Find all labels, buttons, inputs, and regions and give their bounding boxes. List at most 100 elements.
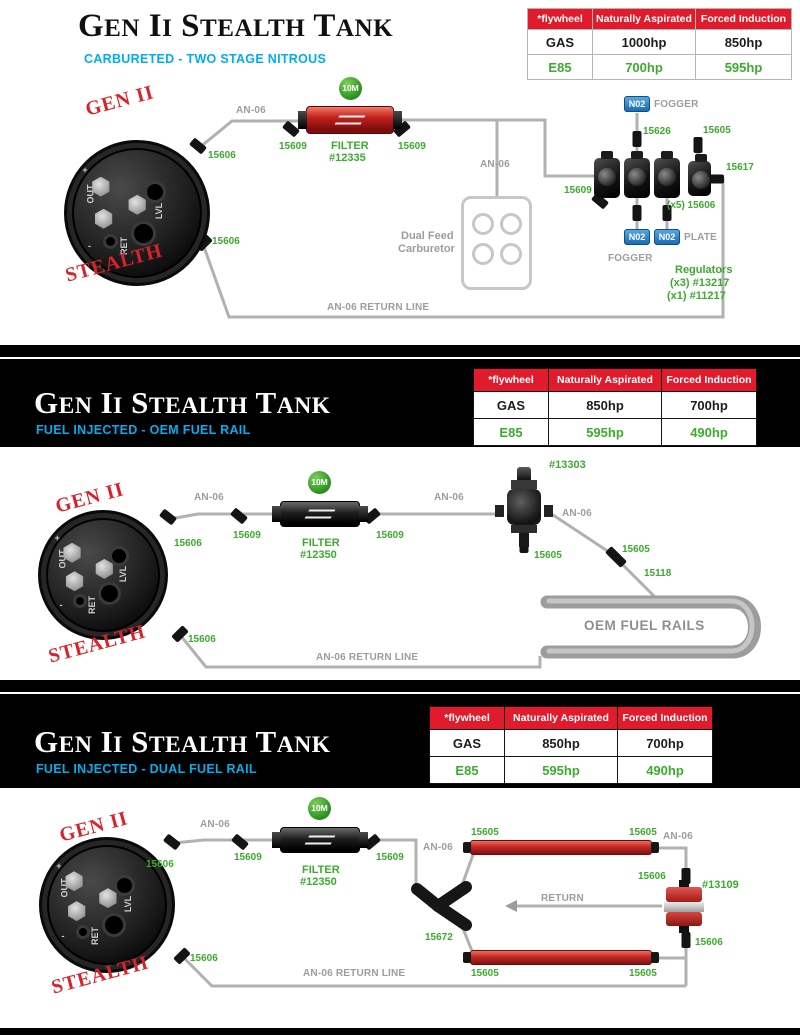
spec-cell-e85: E85 bbox=[528, 55, 592, 79]
part-15605-rail: 15605 bbox=[622, 544, 650, 555]
part-15605-rail-top-left: 15605 bbox=[471, 827, 499, 838]
part-15609-filter-right: 15609 bbox=[376, 852, 404, 863]
fuel-rail-bottom bbox=[463, 950, 659, 965]
spec-cell-gas-fi: 700hp bbox=[662, 392, 756, 418]
an06-feed-label: AN-06 bbox=[236, 105, 266, 116]
an06-regulator-label: AN-06 bbox=[663, 831, 693, 842]
regulator-port bbox=[679, 926, 689, 933]
spec-header-flywheel: *flywheel bbox=[528, 9, 592, 29]
return-arrow-icon bbox=[505, 900, 517, 912]
spec-header-flywheel: *flywheel bbox=[430, 707, 504, 729]
tank-port-plus: + bbox=[54, 532, 60, 543]
aeromotive-logo-icon bbox=[304, 509, 336, 519]
part-15606-return: 15606 bbox=[212, 236, 240, 247]
spec-cell-gas-fi: 850hp bbox=[696, 30, 791, 54]
fuel-rail-top bbox=[463, 840, 659, 855]
panel-header: GEN II STEALTH TANK FUEL INJECTED - OEM … bbox=[0, 359, 800, 447]
spec-cell-gas: GAS bbox=[528, 30, 592, 54]
filter-part-number: #12335 bbox=[329, 152, 366, 164]
part-15606-regulator-top: 15606 bbox=[638, 871, 666, 882]
spec-cell-gas-na: 850hp bbox=[549, 392, 661, 418]
part-15605-rail-bottom-left: 15605 bbox=[471, 968, 499, 979]
part-15626: 15626 bbox=[643, 126, 671, 137]
stealth-tank: + OUT LVL RET - bbox=[64, 140, 210, 286]
tank-port bbox=[101, 912, 126, 937]
an06-return-label: AN-06 RETURN LINE bbox=[303, 968, 406, 979]
tank-port-ret: RET bbox=[90, 927, 101, 945]
part-15617: 15617 bbox=[726, 162, 754, 173]
plate-label: PLATE bbox=[684, 232, 718, 243]
divider-bar bbox=[0, 345, 800, 357]
regulator-hex bbox=[511, 480, 537, 489]
regulator-body bbox=[666, 912, 702, 926]
regulator-port bbox=[544, 505, 553, 517]
spec-table: *flywheel Naturally Aspirated Forced Ind… bbox=[473, 368, 757, 446]
spec-header-flywheel: *flywheel bbox=[474, 369, 548, 391]
spec-header-fi: Forced Induction bbox=[696, 9, 791, 29]
tank-hex-fitting bbox=[68, 901, 86, 922]
spec-cell-e85-fi: 595hp bbox=[696, 55, 791, 79]
regulator-hex bbox=[511, 525, 537, 533]
an06-mid-label: AN-06 bbox=[423, 842, 453, 853]
tank-hex-fitting bbox=[65, 871, 83, 892]
spec-cell-gas: GAS bbox=[474, 392, 548, 418]
part-15609-filter-right: 15609 bbox=[376, 530, 404, 541]
tank-port bbox=[75, 924, 90, 939]
carburetor-label-line2: Carburetor bbox=[398, 243, 455, 255]
tank-port-plus: + bbox=[82, 165, 88, 176]
fuel-pressure-regulator bbox=[664, 880, 704, 934]
tank-port bbox=[98, 582, 122, 606]
fogger-bottom-label: FOGGER bbox=[608, 253, 653, 264]
filter-part-number: #12350 bbox=[300, 549, 337, 561]
spec-header-na: Naturally Aspirated bbox=[593, 9, 695, 29]
panel-title: GEN II STEALTH TANK bbox=[34, 385, 331, 420]
tank-port bbox=[144, 180, 166, 203]
spec-header-fi: Forced Induction bbox=[618, 707, 712, 729]
regulator-port bbox=[495, 505, 504, 517]
panel-subtitle: FUEL INJECTED - DUAL FUEL RAIL bbox=[36, 762, 257, 776]
part-15609-filter-right: 15609 bbox=[398, 141, 426, 152]
stealth-tank: + OUT LVL RET - bbox=[38, 510, 168, 640]
panel-subtitle: CARBURETED - TWO STAGE NITROUS bbox=[84, 52, 327, 66]
spec-cell-e85-na: 700hp bbox=[593, 55, 695, 79]
nitrous-solenoid-single bbox=[688, 154, 711, 196]
part-15606-feed: 15606 bbox=[146, 859, 174, 870]
spec-header-fi: Forced Induction bbox=[662, 369, 756, 391]
n02-plate-right: N02 bbox=[654, 229, 680, 245]
part-15606-return: 15606 bbox=[190, 953, 218, 964]
an06-feed-label: AN-06 bbox=[194, 492, 224, 503]
tank-port-minus: - bbox=[61, 931, 65, 941]
spec-cell-gas-na: 850hp bbox=[505, 730, 617, 756]
stealth-tank: + OUT LVL RET - bbox=[39, 837, 175, 973]
part-15605-rail-bottom-right: 15605 bbox=[629, 968, 657, 979]
an06-return-label: AN-06 RETURN LINE bbox=[316, 652, 419, 663]
carburetor-bore bbox=[500, 213, 522, 235]
carburetor-bore bbox=[472, 243, 494, 265]
an06-return-label: AN-06 RETURN LINE bbox=[327, 302, 430, 313]
regulators-x3-part: (x3) #13217 bbox=[670, 277, 730, 289]
tank-hex-fitting bbox=[95, 558, 113, 579]
part-x5-15606: (x5) 15606 bbox=[667, 200, 716, 211]
tank-hex-fitting bbox=[128, 194, 146, 215]
tank-port bbox=[113, 875, 135, 897]
spec-table: *flywheel Naturally Aspirated Forced Ind… bbox=[527, 8, 792, 80]
aeromotive-logo-icon bbox=[334, 115, 366, 125]
part-15606-regulator-bottom: 15606 bbox=[695, 937, 723, 948]
fuel-pressure-regulator bbox=[495, 467, 553, 551]
n02-plate-left: N02 bbox=[624, 229, 650, 245]
filter-label: FILTER bbox=[331, 140, 369, 152]
inline-fuel-filter bbox=[272, 501, 368, 527]
regulator-part-number: #13109 bbox=[702, 879, 739, 891]
panel-fuel-injected-dual: GEN II STEALTH TANK FUEL INJECTED - DUAL… bbox=[0, 694, 800, 1028]
aeromotive-logo-icon bbox=[304, 835, 336, 845]
divider-gap bbox=[0, 357, 800, 359]
tank-port bbox=[109, 546, 130, 567]
hose-lines bbox=[163, 834, 691, 988]
dual-feed-carburetor bbox=[461, 196, 532, 290]
divider-bar bbox=[0, 680, 800, 692]
regulators-label: Regulators bbox=[675, 264, 733, 276]
tank-port-ret: RET bbox=[87, 595, 98, 614]
inline-fuel-filter bbox=[272, 827, 368, 853]
spec-cell-gas-na: 1000hp bbox=[593, 30, 695, 54]
